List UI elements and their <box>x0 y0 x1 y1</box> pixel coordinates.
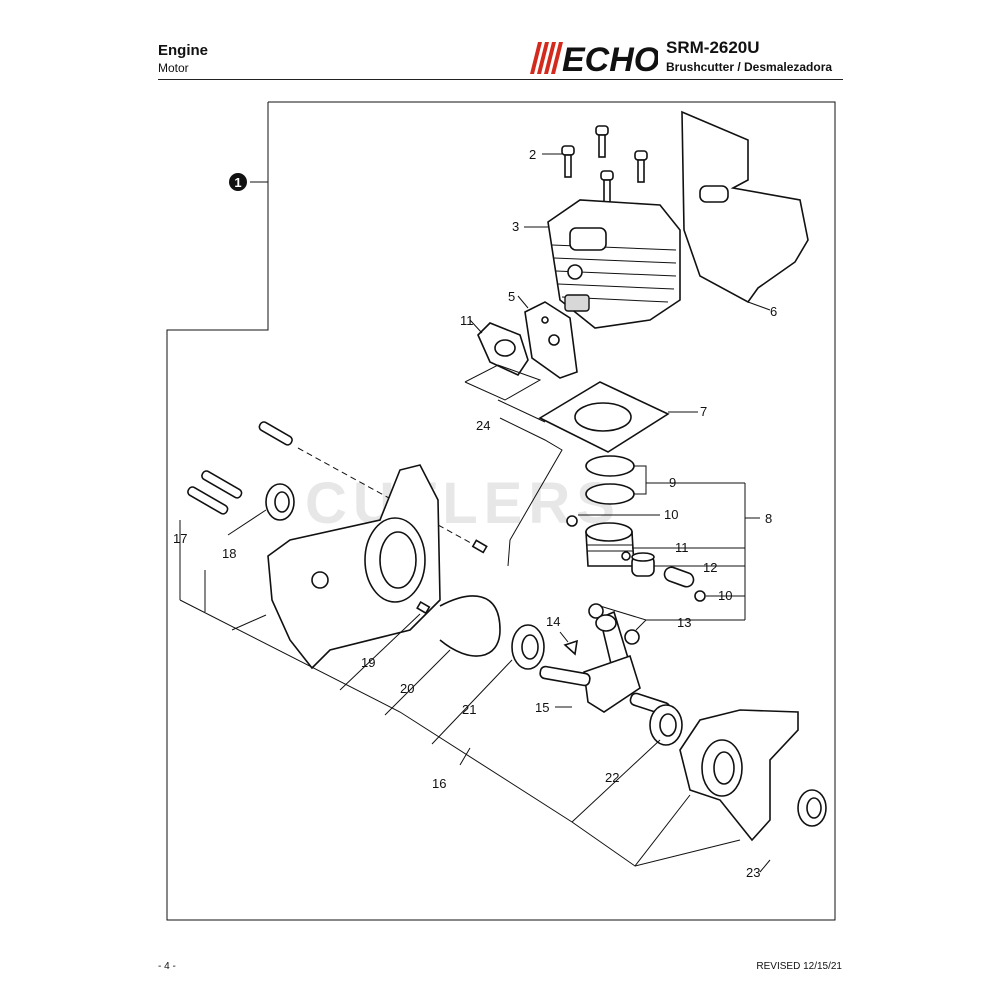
model-number: SRM-2620U <box>666 38 760 57</box>
crankshaft <box>539 610 671 716</box>
cylinder <box>547 199 681 329</box>
needle-bearing <box>631 552 655 577</box>
crankcase-screws <box>187 421 293 515</box>
callout-6: 6 <box>770 304 777 319</box>
piston-ring <box>585 455 635 477</box>
heat-shield <box>681 110 809 304</box>
assembly-marker <box>229 173 247 191</box>
page-subtitle: Motor <box>158 61 189 75</box>
oil-seal <box>797 789 827 827</box>
callout-21: 21 <box>462 702 476 717</box>
circlip <box>566 515 578 527</box>
product-name: Brushcutter / Desmalezadora <box>666 60 833 74</box>
callout-15: 15 <box>535 700 549 715</box>
piston <box>585 522 635 567</box>
assembly-marker-label: 1 <box>234 175 241 190</box>
callout-16: 16 <box>432 776 446 791</box>
callout-3: 3 <box>512 219 519 234</box>
callout-12: 12 <box>703 560 717 575</box>
leader-lines <box>179 153 771 873</box>
callout-24: 24 <box>476 418 490 433</box>
crankcase-gasket <box>439 595 501 657</box>
callout-labels: 2 3 11 5 6 7 8 9 10 10 11 12 13 14 15 16… <box>173 147 777 880</box>
thrust-washer <box>624 629 640 645</box>
callout-18: 18 <box>222 546 236 561</box>
header-rule <box>158 79 843 80</box>
callout-8: 8 <box>765 511 772 526</box>
brand-name: ECHO <box>562 41 658 76</box>
callout-23: 23 <box>746 865 760 880</box>
callout-22: 22 <box>605 770 619 785</box>
callout-7: 7 <box>700 404 707 419</box>
bearing <box>649 704 683 746</box>
callout-10b: 10 <box>718 588 732 603</box>
oil-seal <box>265 483 295 521</box>
echo-logo: ECHO <box>530 41 658 76</box>
cylinder-bolts <box>561 125 648 203</box>
crankcase-left <box>267 464 441 670</box>
callout-11: 11 <box>675 540 689 555</box>
revision-date: REVISED 12/15/21 <box>756 961 842 972</box>
page-number: - 4 - <box>158 961 176 972</box>
callout-13: 13 <box>677 615 691 630</box>
callout-4: 11 <box>460 313 474 328</box>
callout-20: 20 <box>400 681 414 696</box>
dowel-pin <box>416 600 431 615</box>
circlip <box>694 590 706 602</box>
assembly-frame <box>166 101 836 921</box>
callout-14: 14 <box>546 614 560 629</box>
page-title: Engine <box>158 42 209 59</box>
callout-19: 19 <box>361 655 375 670</box>
callout-10a: 10 <box>664 507 678 522</box>
callout-2: 2 <box>529 147 536 162</box>
callout-9: 9 <box>669 475 676 490</box>
piston-pin <box>663 566 695 588</box>
thrust-washer <box>588 603 604 619</box>
piston-ring <box>585 483 635 505</box>
woodruff-key <box>563 639 578 656</box>
callout-5: 5 <box>508 289 515 304</box>
crankcase-right <box>679 709 799 842</box>
bearing <box>511 624 545 670</box>
callout-17: 17 <box>173 531 187 546</box>
